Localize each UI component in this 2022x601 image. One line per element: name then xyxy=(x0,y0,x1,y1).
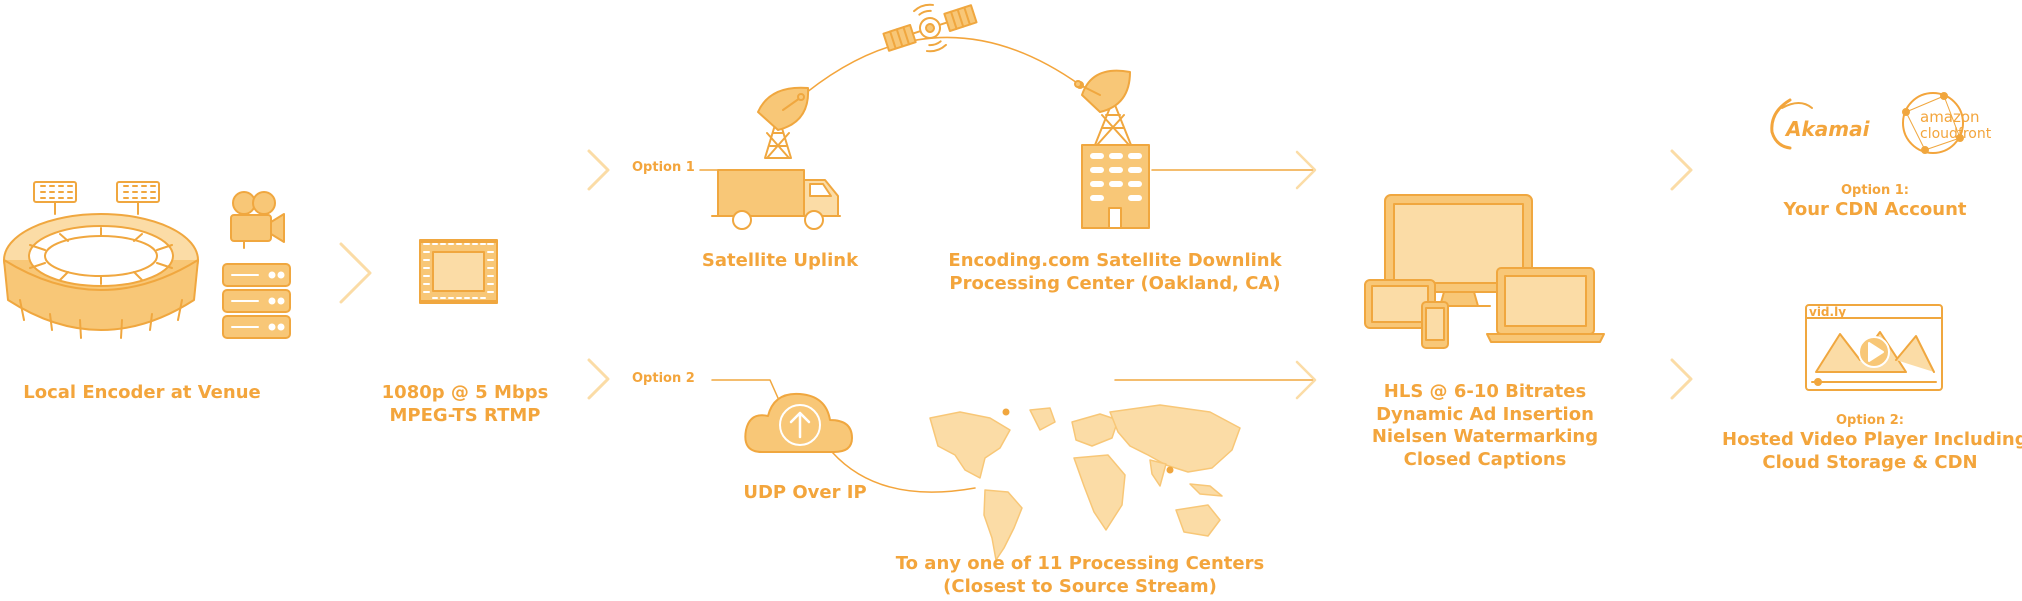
arrow-head-icon xyxy=(1295,360,1317,400)
vidly-logo-text: vid.ly xyxy=(1809,305,1846,319)
chevron-right-icon xyxy=(587,149,610,191)
venue-label: Local Encoder at Venue xyxy=(23,382,261,403)
cdn-option1-label: Option 1: Your CDN Account xyxy=(1783,183,1967,221)
chevron-right-icon xyxy=(339,242,372,304)
world-map-icon xyxy=(929,404,1241,561)
camera-icon xyxy=(230,191,285,249)
uplink-truck-icon xyxy=(711,86,841,230)
satellite-uplink-label: Satellite Uplink xyxy=(701,250,859,271)
arrow-head-icon xyxy=(1295,150,1317,190)
amazon-logo-text: amazon xyxy=(1920,108,1980,126)
film-strip-icon xyxy=(419,239,498,304)
udp-label: UDP Over IP xyxy=(743,482,867,503)
processing-centers-label: To any one of 11 Processing Centers (Clo… xyxy=(895,553,1265,597)
satellite-arc xyxy=(794,36,1081,103)
chevron-right-icon xyxy=(1670,358,1693,400)
devices-icon xyxy=(1364,194,1605,349)
cloudfront-logo-icon xyxy=(1902,92,1964,154)
cdn-option2-label: Option 2: Hosted Video Player Including … xyxy=(1722,413,2022,473)
chevron-right-icon xyxy=(1670,149,1693,191)
option2-tag: Option 2 xyxy=(632,371,695,386)
video-player-icon xyxy=(1805,304,1943,391)
server-icon xyxy=(222,263,291,339)
satellite-icon xyxy=(882,3,978,53)
udp-route-arc xyxy=(831,451,976,493)
downlink-label: Encoding.com Satellite Downlink Processi… xyxy=(948,250,1282,294)
hls-features-label: HLS @ 6-10 Bitrates Dynamic Ad Insertion… xyxy=(1371,381,1599,470)
downlink-building-icon xyxy=(1074,69,1150,229)
cloudfront-logo-text: cloudfront xyxy=(1920,126,1992,142)
akamai-logo-icon xyxy=(1770,98,1813,150)
option1-tag: Option 1 xyxy=(632,160,695,175)
akamai-logo-text: Akamai xyxy=(1784,117,1871,141)
chevron-right-icon xyxy=(587,358,610,400)
stream-spec-label: 1080p @ 5 Mbps MPEG-TS RTMP xyxy=(381,382,549,426)
cloud-upload-icon xyxy=(744,392,853,453)
stadium-icon xyxy=(3,181,199,339)
